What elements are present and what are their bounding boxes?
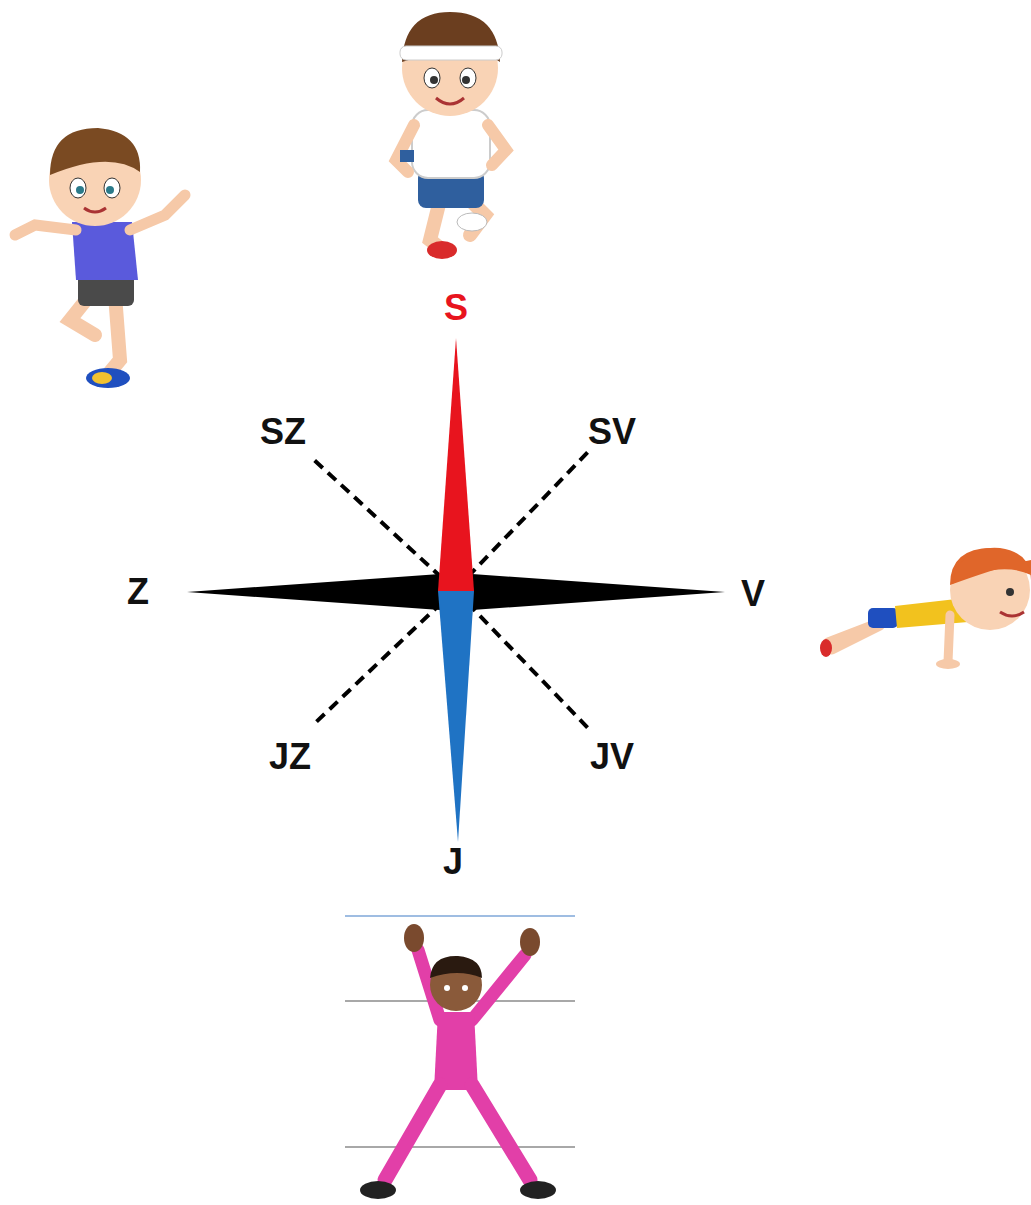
direction-label: JZ [269, 739, 311, 775]
direction-label: V [741, 576, 765, 612]
southwest-line [314, 590, 455, 724]
south-needle [438, 591, 474, 842]
direction-label: Z [127, 574, 149, 610]
pushup-boy [820, 548, 1031, 669]
running-boy [396, 12, 506, 259]
east-needle [472, 574, 725, 610]
direction-label: S [444, 290, 468, 326]
direction-label: SV [588, 414, 636, 450]
northwest-line [312, 458, 455, 590]
direction-label: SZ [260, 414, 306, 450]
jumping-girl [345, 916, 575, 1199]
north-needle [438, 338, 474, 591]
west-needle [187, 574, 440, 610]
direction-label: JV [590, 739, 634, 775]
southeast-line [455, 590, 588, 728]
direction-label: J [443, 844, 463, 880]
northeast-line [455, 452, 588, 590]
balancing-boy [15, 128, 185, 388]
